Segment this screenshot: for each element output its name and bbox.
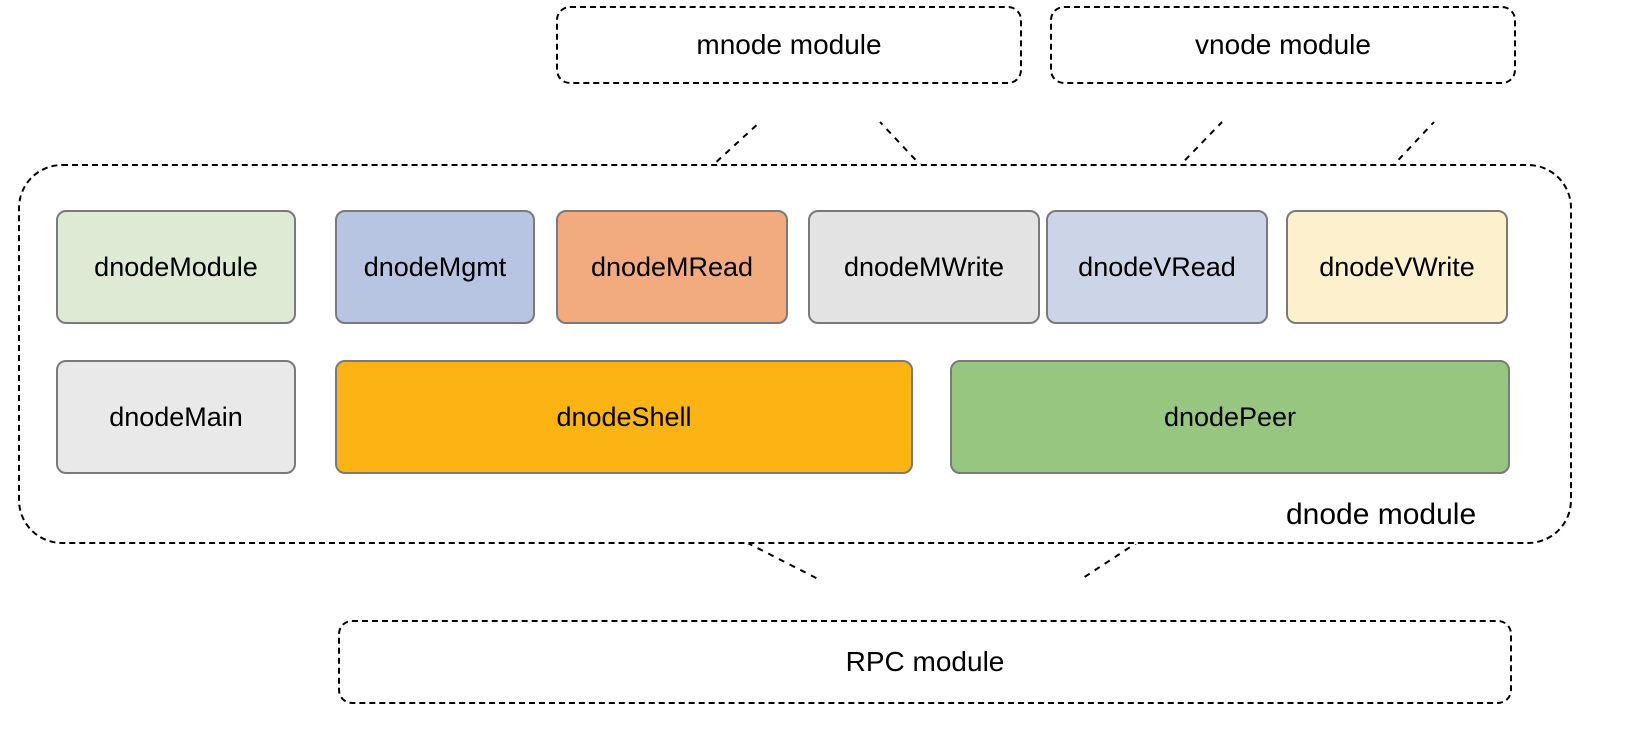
node-dnode-main-label: dnodeMain (109, 401, 243, 432)
node-dnode-vread[interactable]: dnodeVRead (1046, 210, 1268, 324)
node-dnode-vwrite-label: dnodeVWrite (1319, 251, 1475, 282)
node-dnode-mgmt[interactable]: dnodeMgmt (335, 210, 535, 324)
node-dnode-mread-label: dnodeMRead (590, 251, 754, 282)
node-dnode-main[interactable]: dnodeMain (56, 360, 296, 474)
node-dnode-vread-label: dnodeVRead (1078, 251, 1236, 282)
node-dnode-mread[interactable]: dnodeMRead (556, 210, 788, 324)
module-mnode-label: mnode module (696, 29, 882, 61)
node-dnode-shell-label: dnodeShell (556, 401, 692, 432)
module-dnode-label: dnode module (1286, 498, 1477, 531)
module-rpc[interactable]: RPC module (338, 620, 1512, 704)
module-mnode[interactable]: mnode module (556, 6, 1022, 84)
node-dnode-module[interactable]: dnodeModule (56, 210, 296, 324)
node-dnode-vwrite[interactable]: dnodeVWrite (1286, 210, 1508, 324)
node-dnode-module-label: dnodeModule (94, 251, 258, 282)
module-rpc-label: RPC module (845, 646, 1005, 678)
module-vnode[interactable]: vnode module (1050, 6, 1516, 84)
node-dnode-mgmt-label: dnodeMgmt (363, 251, 507, 282)
module-vnode-label: vnode module (1195, 29, 1371, 61)
node-dnode-peer[interactable]: dnodePeer (950, 360, 1510, 474)
node-dnode-mwrite[interactable]: dnodeMWrite (808, 210, 1040, 324)
node-dnode-peer-label: dnodePeer (1163, 401, 1297, 432)
node-dnode-mwrite-label: dnodeMWrite (843, 251, 1005, 282)
node-dnode-shell[interactable]: dnodeShell (335, 360, 913, 474)
